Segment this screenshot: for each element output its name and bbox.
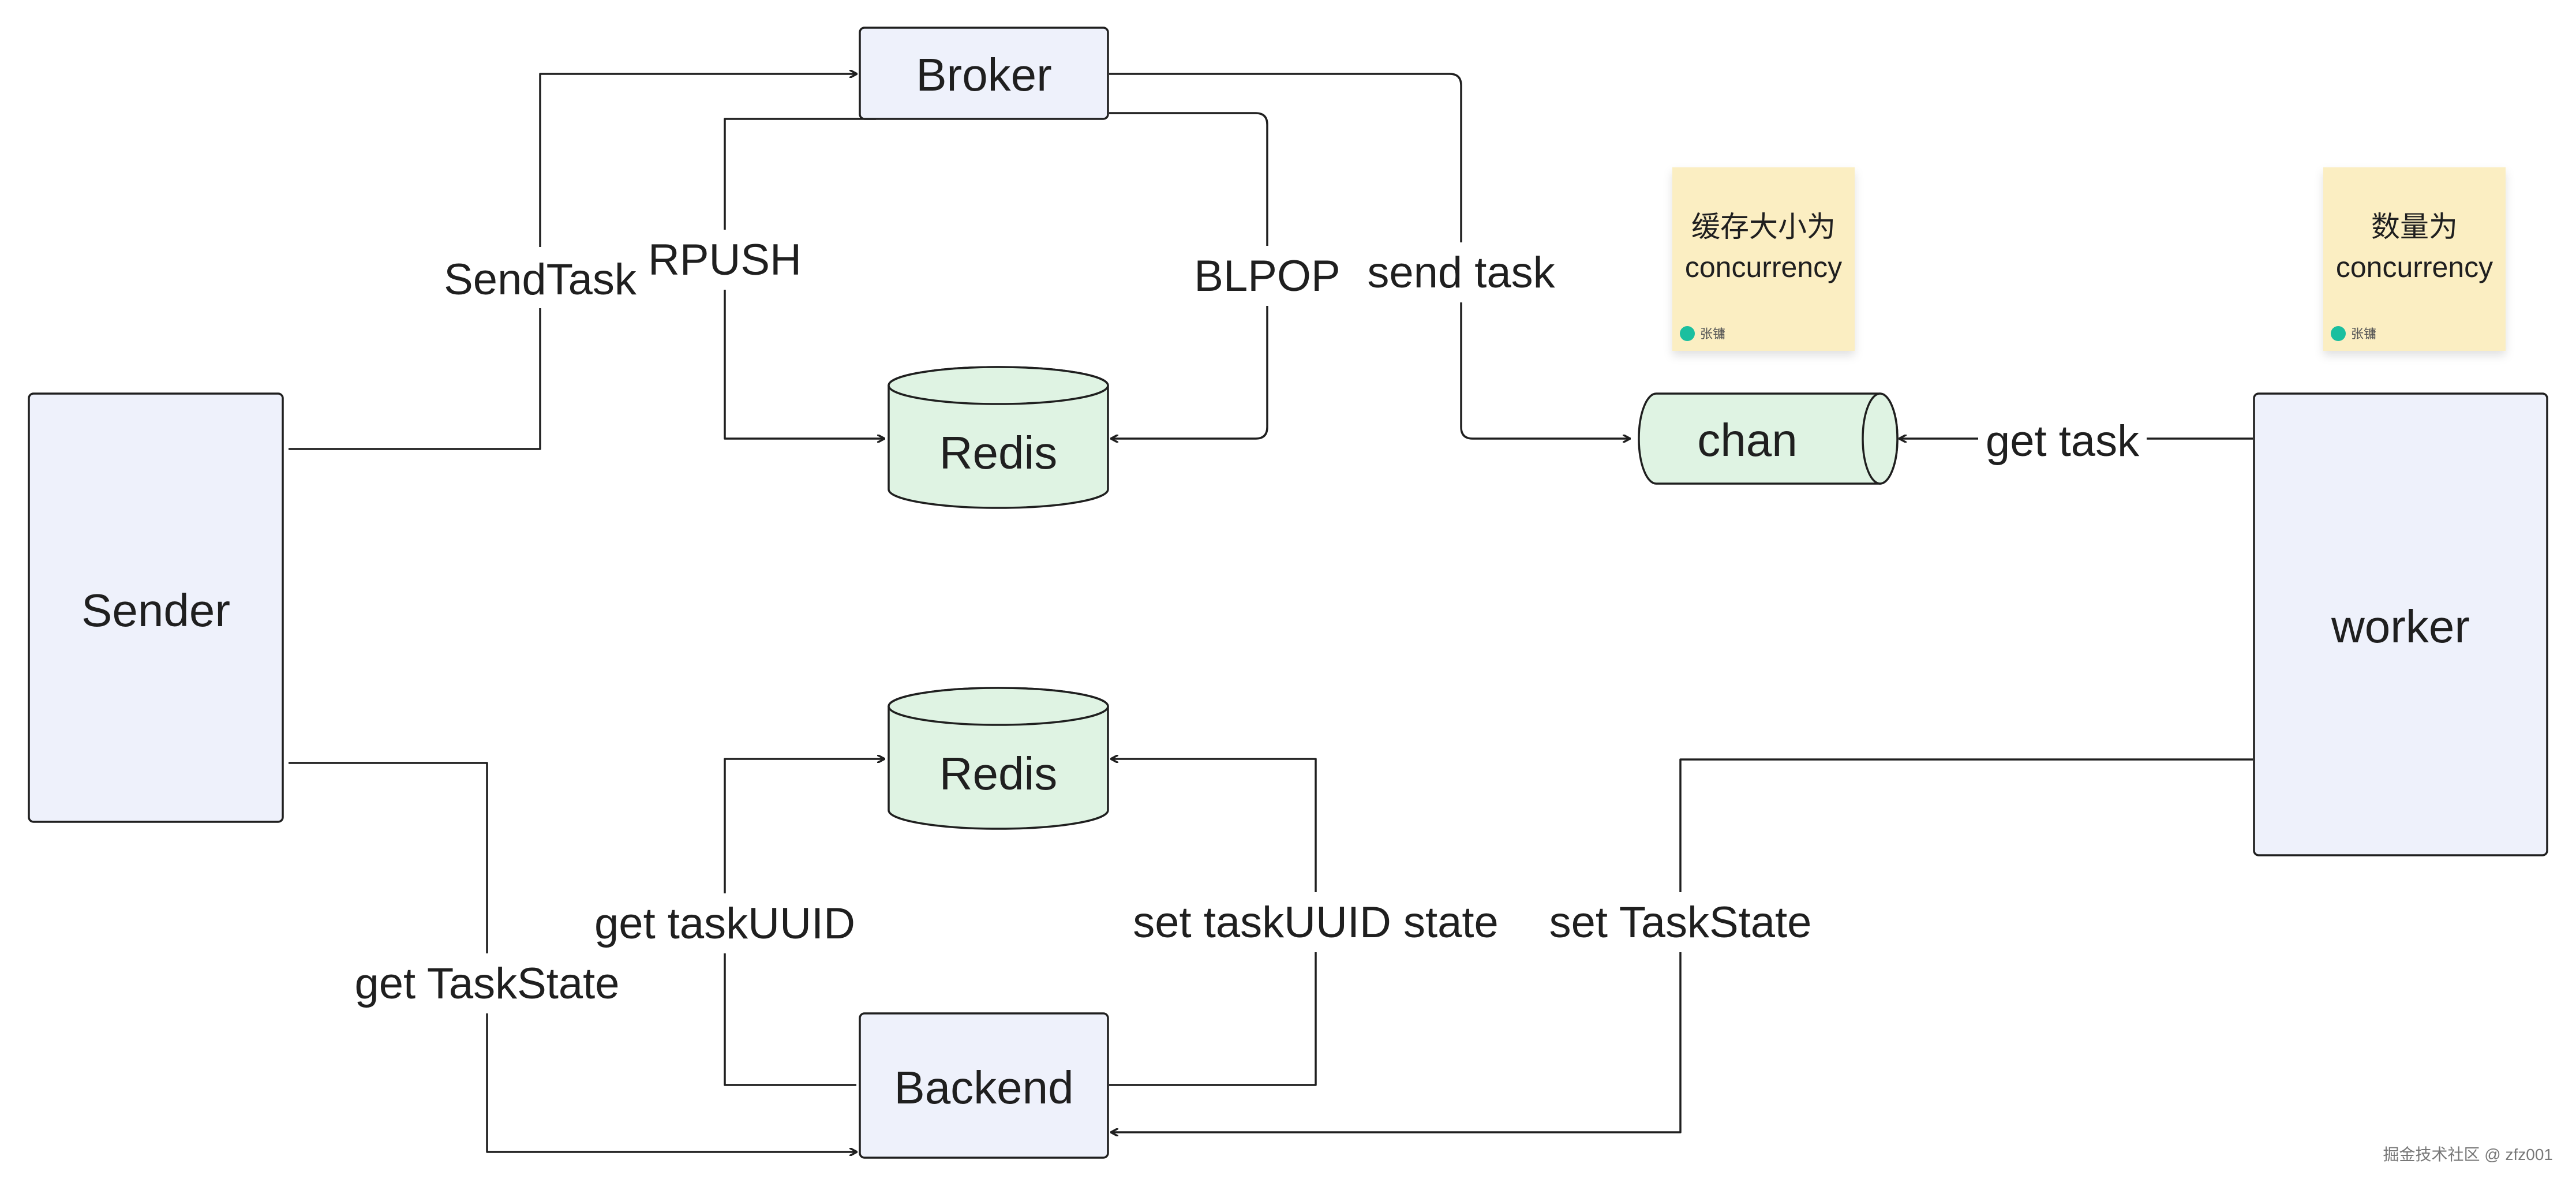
avatar-icon (2331, 326, 2346, 341)
broker-node: Broker (859, 27, 1109, 120)
label-blpop: BLPOP (1194, 252, 1340, 301)
label-get-task-uuid: get taskUUID (594, 899, 855, 948)
label-set-task-uuid-state: set taskUUID state (1133, 898, 1499, 947)
note-worker-line1: 数量为 (2371, 211, 2458, 243)
label-send-task-upper: SendTask (444, 255, 637, 304)
chan-label: chan (1697, 414, 1797, 466)
chan-node: chan (1638, 392, 1899, 485)
label-get-task-state: get TaskState (354, 959, 619, 1008)
sender-label: Sender (81, 585, 230, 636)
sticky-note-worker (2323, 167, 2506, 351)
note-worker-line2: concurrency (2336, 251, 2493, 283)
note-worker-author: 张镛 (2351, 327, 2376, 341)
redis-broker-node: Redis (888, 366, 1109, 509)
avatar-icon (1680, 326, 1695, 341)
label-send-task-lower: send task (1367, 248, 1555, 297)
watermark: 掘金技术社区 @ zfz001 (2383, 1146, 2553, 1163)
label-rpush: RPUSH (648, 235, 802, 285)
backend-label: Backend (894, 1062, 1073, 1113)
redis-backend-node: Redis (888, 687, 1109, 830)
worker-label: worker (2331, 601, 2470, 652)
worker-node: worker (2253, 392, 2548, 856)
note-chan-line1: 缓存大小为 (1691, 211, 1836, 243)
label-get-task: get task (1986, 417, 2140, 466)
sender-node: Sender (28, 392, 284, 823)
backend-node: Backend (859, 1012, 1109, 1159)
note-chan-line2: concurrency (1685, 251, 1842, 283)
redis-broker-label: Redis (939, 427, 1058, 478)
label-set-task-state: set TaskState (1549, 898, 1812, 947)
note-chan-author: 张镛 (1700, 327, 1725, 341)
redis-backend-label: Redis (939, 748, 1058, 799)
broker-label: Broker (916, 49, 1052, 100)
sticky-note-chan (1672, 167, 1855, 351)
